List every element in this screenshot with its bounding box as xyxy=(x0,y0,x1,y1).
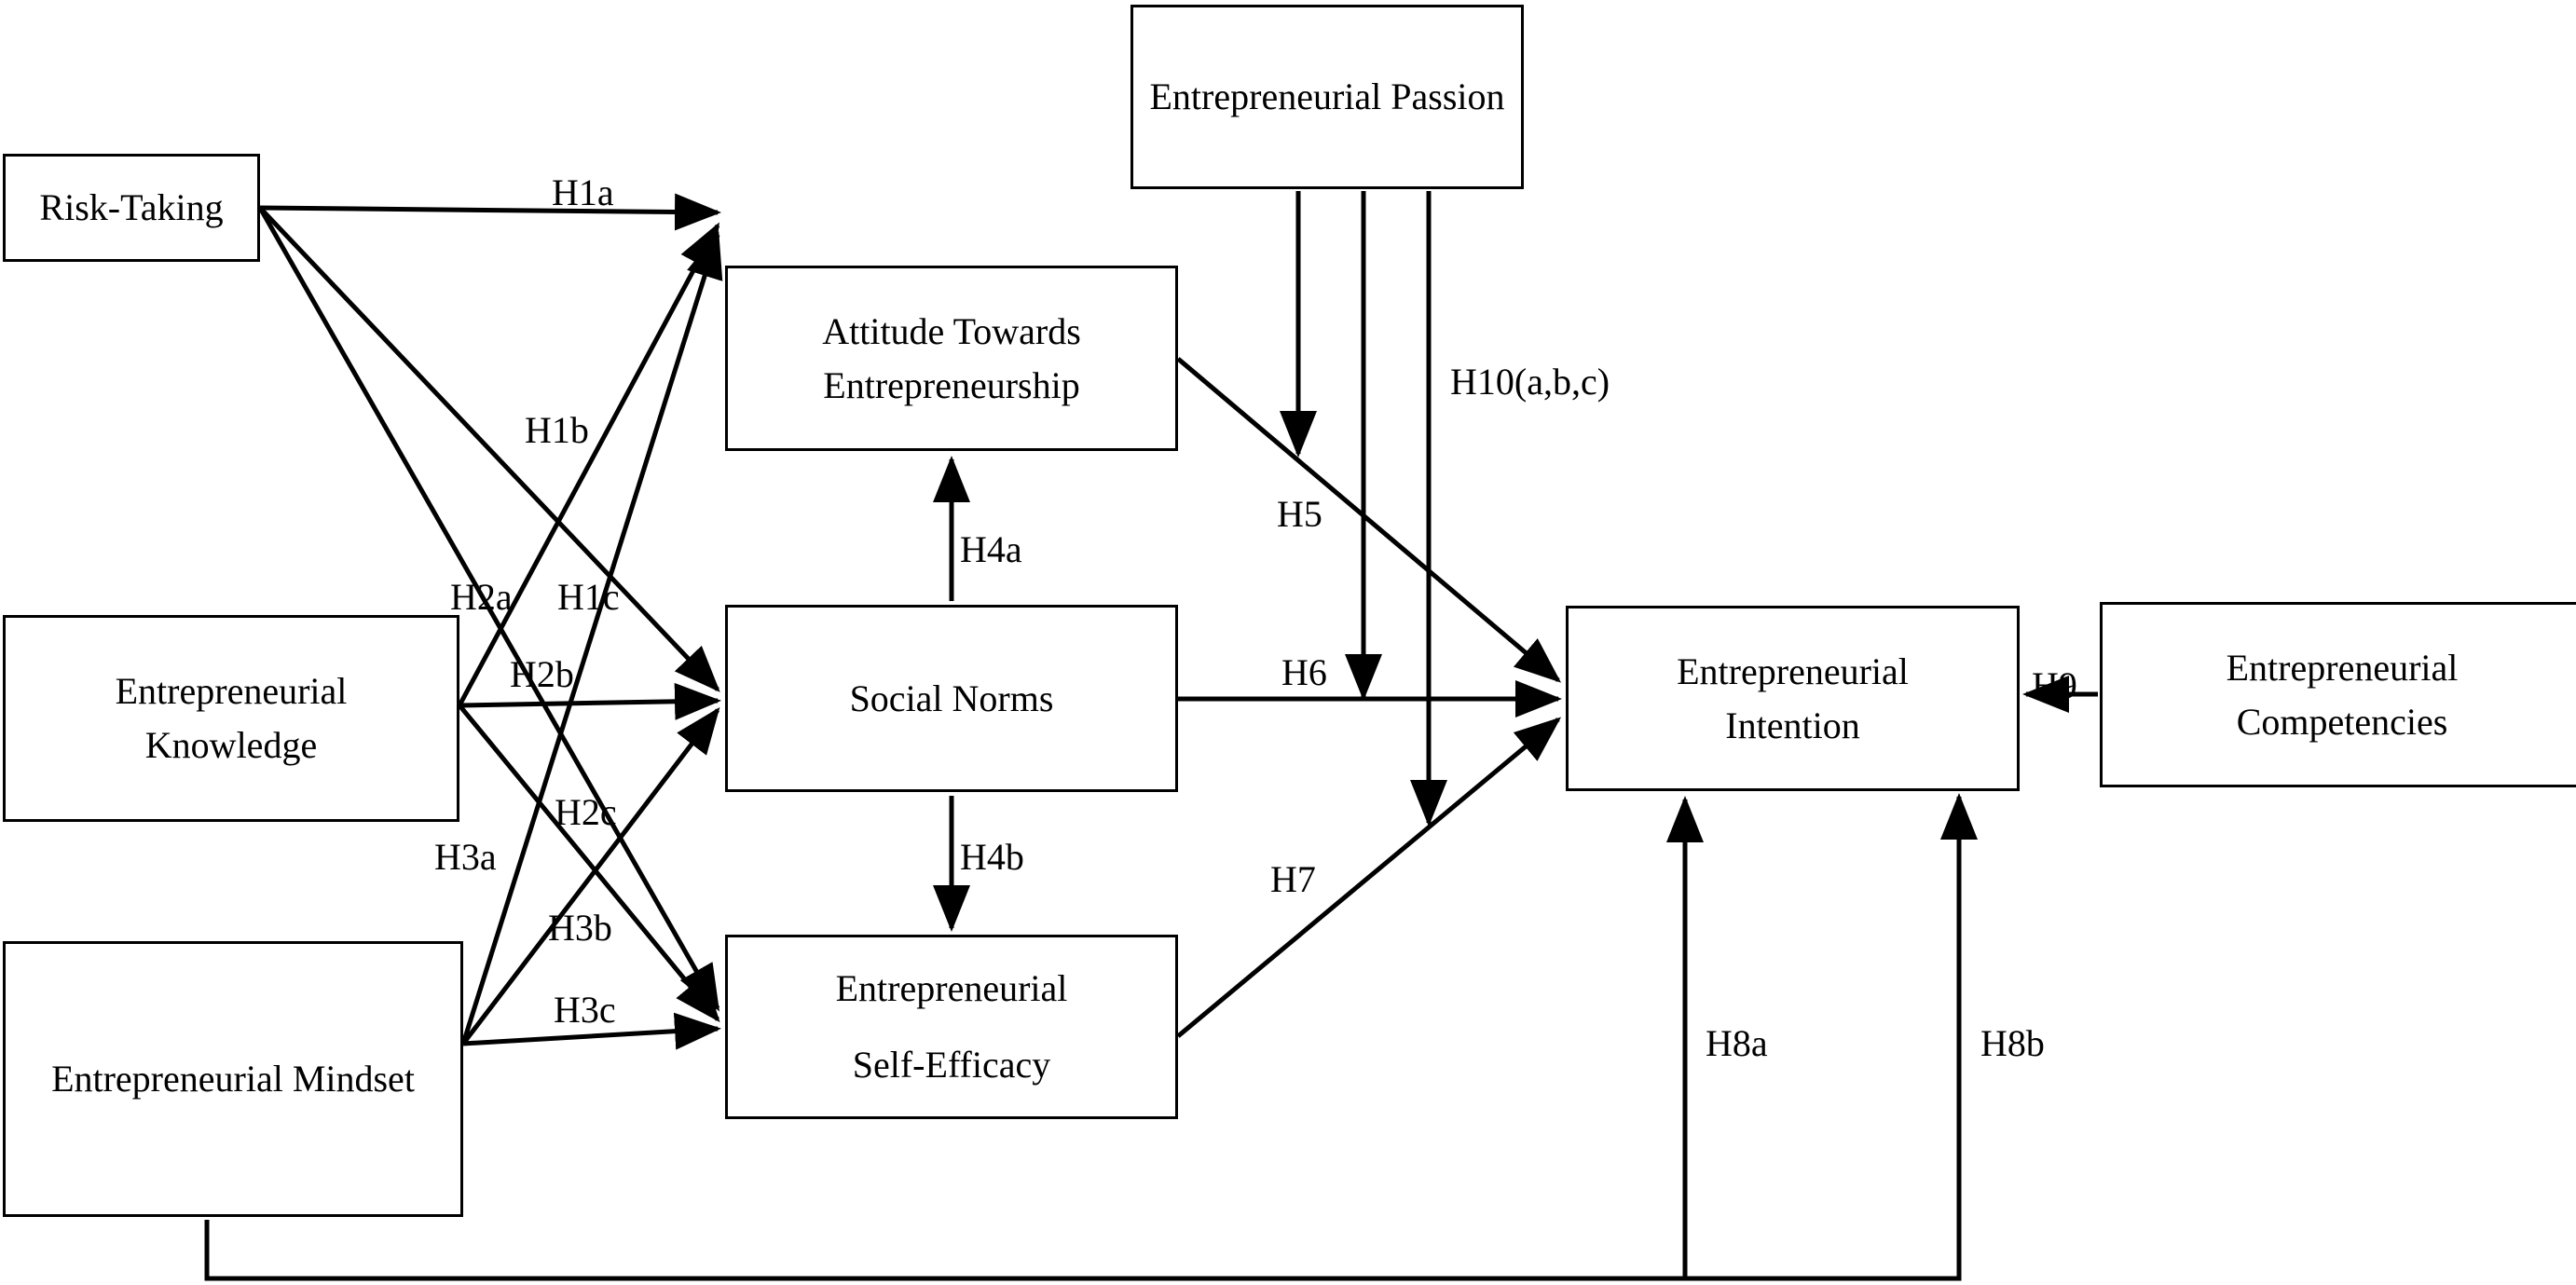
node-entrepreneurial-passion[interactable]: Entrepreneurial Passion xyxy=(1130,5,1524,189)
edge-label-h2b: H2b xyxy=(510,653,574,695)
edge-label-h7: H7 xyxy=(1270,858,1316,900)
edge-label-h4b: H4b xyxy=(960,836,1024,878)
edge-label-h6: H6 xyxy=(1281,651,1327,693)
edge-h3c xyxy=(462,1012,721,1050)
edge-h3b xyxy=(461,706,720,1046)
node-label: Entrepreneurial Mindset xyxy=(51,1058,415,1100)
edge-h2a xyxy=(457,222,720,707)
node-label: Social Norms xyxy=(849,677,1054,719)
node-label: Risk-Taking xyxy=(39,186,224,228)
edge-h2c xyxy=(458,704,720,1023)
edge-label-h8a: H8a xyxy=(1706,1022,1768,1064)
edge-h7 xyxy=(1176,717,1562,1038)
node-entrepreneurial-mindset[interactable]: Entrepreneurial Mindset xyxy=(3,941,463,1217)
edge-label-h2c: H2c xyxy=(555,791,617,833)
node-label: Entrepreneurial Passion xyxy=(1149,75,1505,117)
edge-h2b xyxy=(459,682,721,720)
edge-h1a xyxy=(259,193,721,231)
edge-label-h2a: H2a xyxy=(450,576,513,618)
edge-label-h3c: H3c xyxy=(554,989,616,1031)
edge-label-h8b: H8b xyxy=(1980,1022,2045,1064)
node-risk-taking[interactable]: Risk-Taking xyxy=(3,154,260,262)
edge-label-h1c: H1c xyxy=(557,576,620,618)
edge-label-h3b: H3b xyxy=(548,907,612,949)
edge-label-h9: H9 xyxy=(2032,664,2077,706)
edge-h1c xyxy=(257,206,720,1012)
edge-label-h5: H5 xyxy=(1277,493,1322,535)
edge-label-h10: H10(a,b,c) xyxy=(1450,361,1610,403)
edge-h1b xyxy=(258,206,720,692)
edge-h5 xyxy=(1176,357,1562,683)
edge-label-h4a: H4a xyxy=(960,528,1022,570)
edge-h8a xyxy=(204,795,1704,1281)
edge-h3a xyxy=(460,231,723,1045)
edge-label-h1b: H1b xyxy=(525,409,589,451)
edge-label-h3a: H3a xyxy=(434,836,497,878)
edge-h8b xyxy=(1685,792,1978,1281)
edge-label-h1a: H1a xyxy=(552,171,614,213)
node-social-norms[interactable]: Social Norms xyxy=(725,605,1178,792)
